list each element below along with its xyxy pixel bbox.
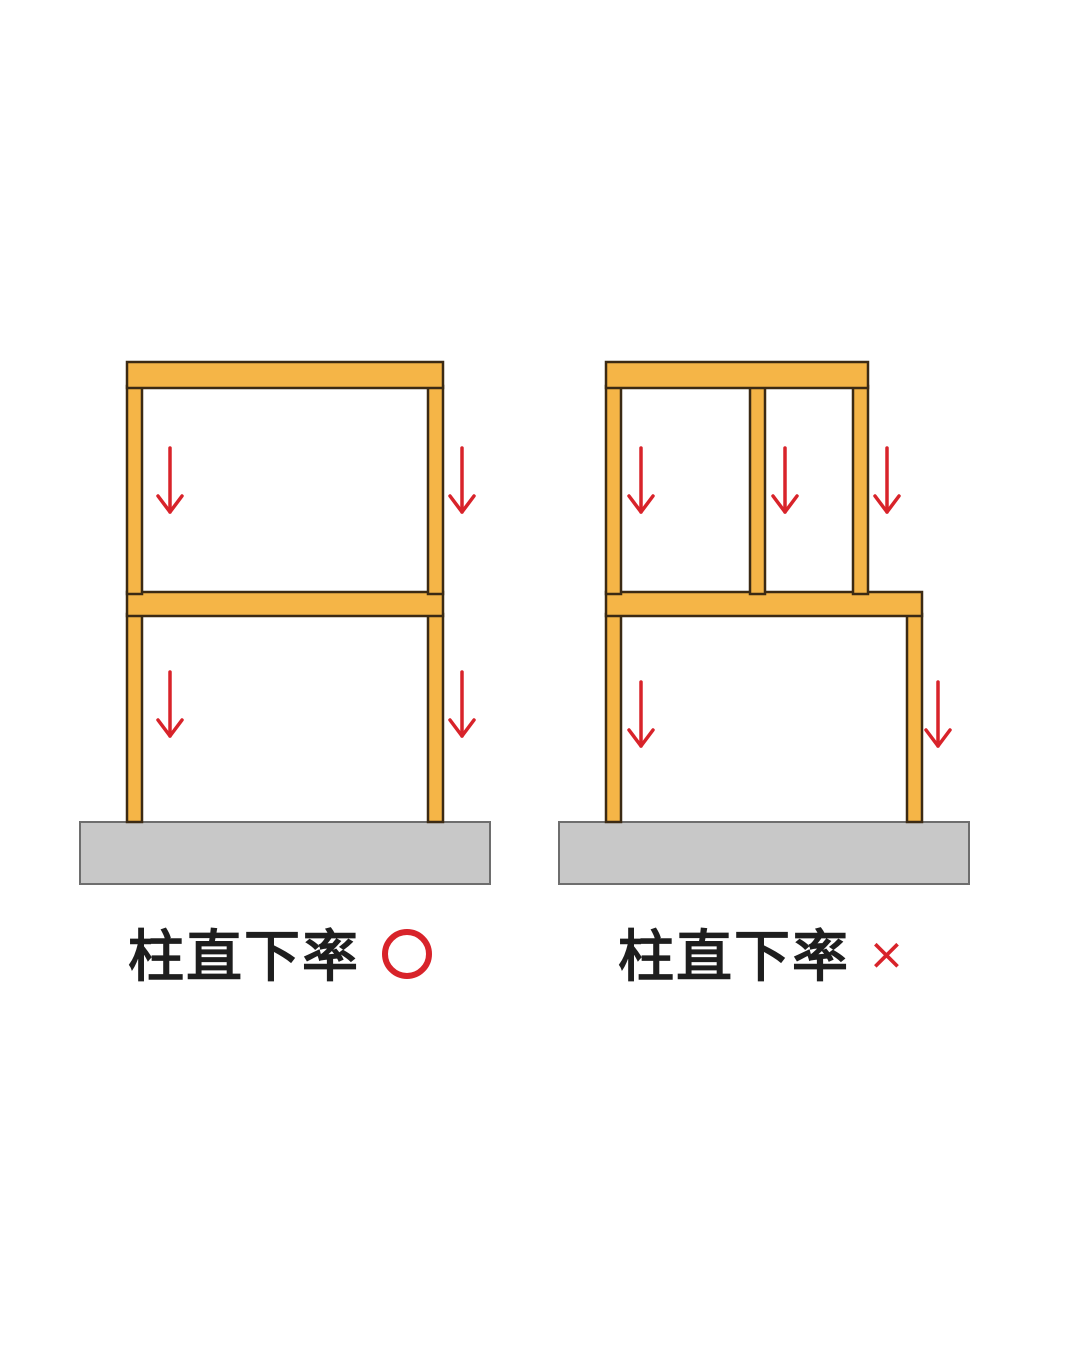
left-roof-beam (125, 360, 445, 390)
load-arrow (627, 680, 655, 748)
load-arrow (627, 446, 655, 514)
cross-mark-icon: × (868, 929, 905, 980)
right-second-floor-beam (604, 590, 924, 618)
left-caption-text: 柱直下率 (128, 924, 360, 990)
right-ground-column-right (905, 612, 924, 824)
left-ground-column-right (426, 612, 445, 824)
right-ground-column-left (604, 612, 623, 824)
load-arrow (924, 680, 952, 748)
right-upper-column-right (851, 384, 870, 596)
left-ground-column-left (125, 612, 144, 824)
load-arrow (448, 670, 476, 738)
circle-mark-icon (382, 929, 432, 979)
left-upper-column-right (426, 384, 445, 596)
load-arrow (873, 446, 901, 514)
right-foundation (558, 821, 970, 885)
left-second-floor-beam (125, 590, 445, 618)
right-upper-column-left (604, 384, 623, 596)
right-caption: 柱直下率 × (618, 912, 905, 992)
left-caption: 柱直下率 (128, 912, 432, 992)
load-arrow (448, 446, 476, 514)
right-frame (558, 360, 970, 885)
left-foundation (79, 821, 491, 885)
right-roof-beam (604, 360, 870, 390)
load-arrow (156, 670, 184, 738)
right-upper-column-middle (748, 384, 767, 596)
load-arrow (156, 446, 184, 514)
load-arrow (771, 446, 799, 514)
right-caption-text: 柱直下率 (618, 924, 850, 990)
left-upper-column-left (125, 384, 144, 596)
left-frame (79, 360, 491, 885)
